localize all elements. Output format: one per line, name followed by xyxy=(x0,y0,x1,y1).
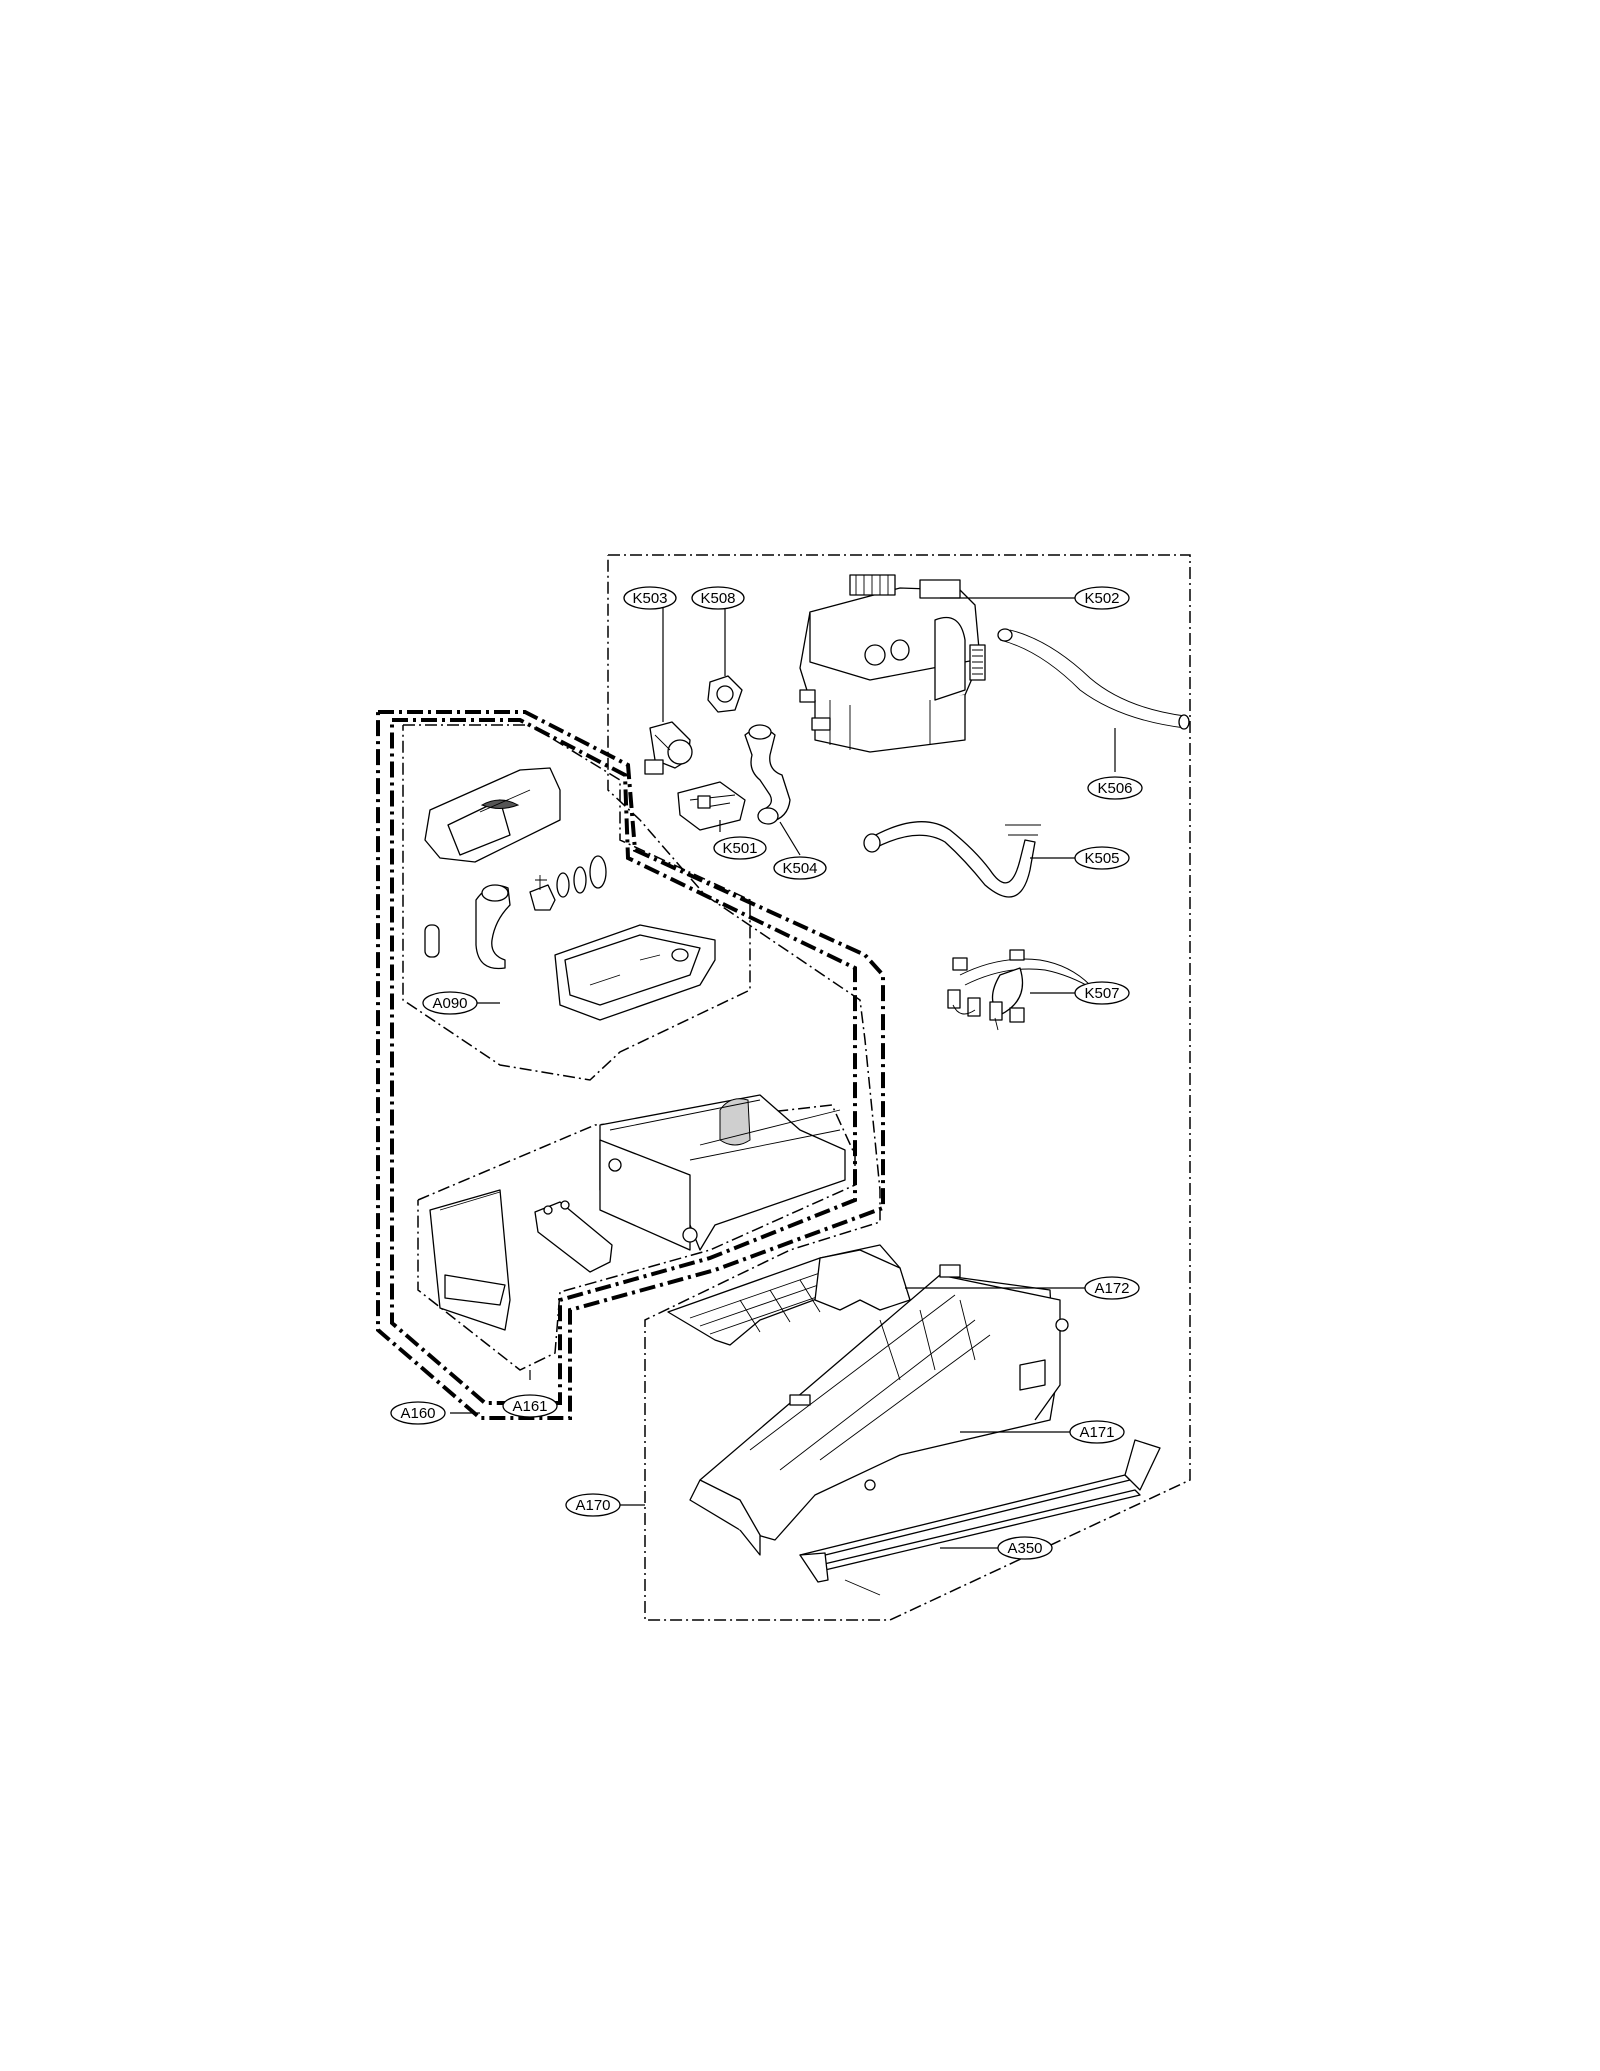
svg-text:K503: K503 xyxy=(632,590,667,607)
drawer-body xyxy=(599,1094,846,1251)
svg-text:A161: A161 xyxy=(512,1398,547,1415)
callout-k504: K504 xyxy=(773,856,827,880)
svg-text:K505: K505 xyxy=(1084,850,1119,867)
group-outline-k xyxy=(607,554,1191,1621)
svg-text:A170: A170 xyxy=(575,1497,610,1514)
svg-text:K502: K502 xyxy=(1084,590,1119,607)
group-outline-a160-inner xyxy=(390,718,857,1405)
svg-text:A172: A172 xyxy=(1094,1280,1129,1297)
callout-a161: A161 xyxy=(502,1394,558,1418)
callout-a350: A350 xyxy=(997,1536,1053,1560)
bracket-a350 xyxy=(799,1439,1161,1596)
drawer-cover-plate xyxy=(534,1200,613,1273)
leader-lines xyxy=(450,597,1116,1549)
svg-text:A160: A160 xyxy=(400,1405,435,1422)
callout-k502: K502 xyxy=(1074,586,1130,610)
svg-text:K501: K501 xyxy=(722,840,757,857)
svg-text:K507: K507 xyxy=(1084,985,1119,1002)
callout-a172: A172 xyxy=(1084,1276,1140,1300)
dispenser-cap-a090 xyxy=(424,767,561,863)
svg-text:A350: A350 xyxy=(1007,1540,1042,1557)
callout-a160: A160 xyxy=(390,1401,446,1425)
steam-generator-k502 xyxy=(799,574,986,753)
hose-k504 xyxy=(744,724,791,825)
siphon-tube xyxy=(475,884,511,970)
callout-k501: K501 xyxy=(713,836,767,860)
callout-k506: K506 xyxy=(1087,776,1143,800)
svg-text:A090: A090 xyxy=(432,995,467,1012)
detergent-tray xyxy=(554,924,716,1021)
wire-harness-k507 xyxy=(947,949,1096,1031)
clip-k508 xyxy=(707,675,743,713)
grille-a172 xyxy=(667,1244,911,1346)
callout-k507: K507 xyxy=(1074,981,1130,1005)
group-outline-a090 xyxy=(402,724,751,1081)
svg-text:A171: A171 xyxy=(1079,1424,1114,1441)
callout-k505: K505 xyxy=(1074,846,1130,870)
bracket-k501 xyxy=(677,781,746,831)
svg-text:K506: K506 xyxy=(1097,780,1132,797)
seal-ring xyxy=(424,924,440,958)
callout-k503: K503 xyxy=(623,586,677,610)
callout-a090: A090 xyxy=(422,991,478,1015)
callout-a170: A170 xyxy=(565,1493,621,1517)
group-outline-a160 xyxy=(376,710,885,1420)
callout-k508: K508 xyxy=(691,586,745,610)
nozzle-fitting xyxy=(529,855,607,911)
valve-k503 xyxy=(644,721,693,775)
svg-text:K508: K508 xyxy=(700,590,735,607)
hose-k506 xyxy=(997,628,1190,730)
svg-text:K504: K504 xyxy=(782,860,817,877)
drawer-handle-front xyxy=(429,1189,511,1331)
callout-a171: A171 xyxy=(1069,1420,1125,1444)
hose-k505 xyxy=(863,821,1041,898)
